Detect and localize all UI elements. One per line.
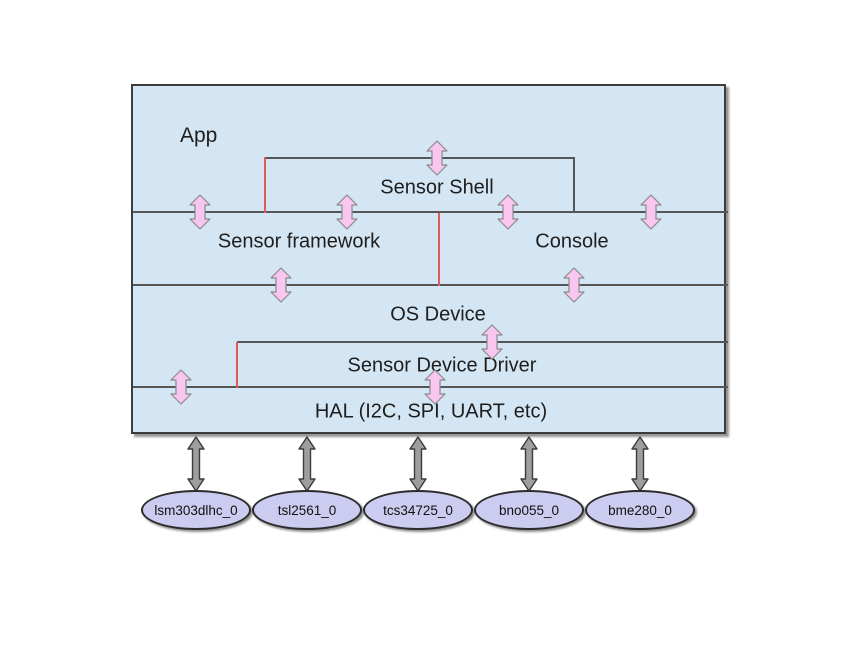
sensor-node: tsl2561_0 [252,490,362,530]
sensor-device-driver-left-edge-red [236,342,238,388]
sensor-shell-left-edge-red [264,157,266,213]
sensor-node: bme280_0 [585,490,695,530]
sensor-device-driver-top-border [237,341,728,343]
sensor-node-label: tcs34725_0 [383,502,453,518]
interface-arrow-icon [336,194,358,230]
interface-arrow-icon [563,267,585,303]
sensor-node: lsm303dlhc_0 [141,490,251,530]
interface-arrow-icon [170,369,192,405]
sensor-node-label: lsm303dlhc_0 [154,502,238,518]
os-device-label: OS Device [390,303,486,326]
app-framework-divider [133,211,728,213]
framework-console-divider-red [438,213,440,286]
sensor-node: bno055_0 [474,490,584,530]
interface-arrow-icon [481,324,503,360]
sensor-shell-top-border [265,157,575,159]
sensor-node-label: bme280_0 [608,502,672,518]
sensor-node-label: bno055_0 [498,502,560,518]
interface-arrow-icon [270,267,292,303]
hardware-bus-arrow-icon [187,436,205,492]
hal-label: HAL (I2C, SPI, UART, etc) [314,400,548,423]
interface-arrow-icon [426,140,448,176]
sensor-shell-right-edge [573,157,575,213]
interface-arrow-icon [497,194,519,230]
framework-osdevice-divider [133,284,728,286]
sensor-framework-label: Sensor framework [217,230,381,253]
interface-arrow-icon [189,194,211,230]
interface-arrow-icon [424,369,446,405]
hardware-bus-arrow-icon [409,436,427,492]
app-layer-label: App [180,124,218,147]
console-label: Console [535,230,609,253]
interface-arrow-icon [640,194,662,230]
sensor-device-driver-label: Sensor Device Driver [347,354,537,377]
hardware-bus-arrow-icon [631,436,649,492]
sensor-shell-label: Sensor Shell [380,176,494,199]
sensor-node: tcs34725_0 [363,490,473,530]
hardware-bus-arrow-icon [520,436,538,492]
software-stack-box: App Sensor Shell Sensor framework Consol… [131,84,728,434]
sensor-node-label: tsl2561_0 [277,502,337,518]
hardware-bus-arrow-icon [298,436,316,492]
